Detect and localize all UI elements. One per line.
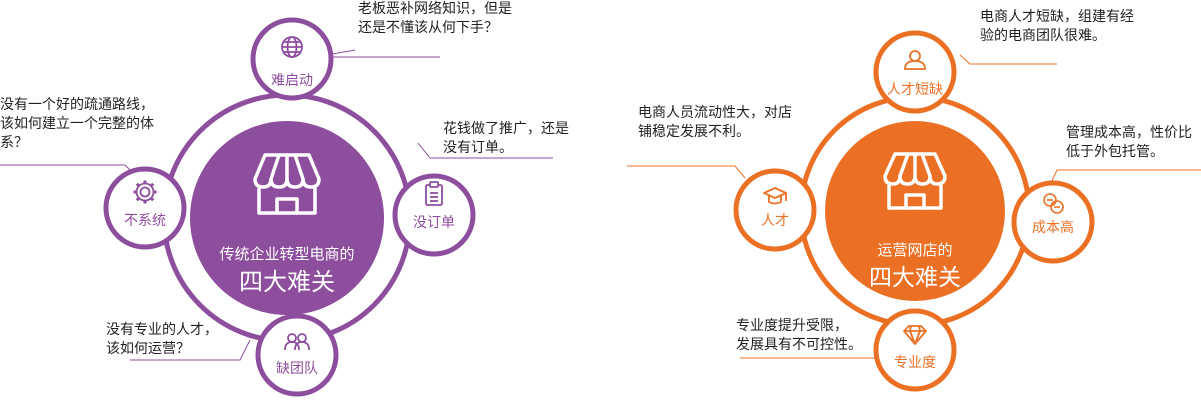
right-note-bottom: 专业度提升受限， 发展具有不可控性。 — [736, 317, 862, 355]
shop-storefront-icon — [883, 152, 947, 210]
left-node-bottom-label: 缺团队 — [276, 361, 318, 377]
left-note-bottom: 没有专业的人才， 该如何运营？ — [106, 321, 218, 359]
right-note-top: 电商人才短缺，组建有经 验的电商团队很难。 — [980, 8, 1134, 46]
right-note-left-line1: 电商人员流动性大，对店 — [638, 105, 792, 121]
left-center-line2: 四大难关 — [239, 268, 335, 296]
left-diagram: 传统企业转型电商的 四大难关 难启动 — [0, 17, 553, 397]
right-note-right-line1: 管理成本高，性价比 — [1066, 125, 1192, 141]
left-node-left: 不系统 — [103, 166, 187, 250]
right-node-right-label: 成本高 — [1032, 219, 1074, 236]
right-note-left: 电商人员流动性大，对店 铺稳定发展不利。 — [638, 104, 792, 142]
left-node-top-label: 难启动 — [271, 73, 313, 89]
clipboard-icon — [425, 181, 443, 206]
left-node-top: 难启动 — [250, 17, 334, 101]
right-note-left-line2: 铺稳定发展不利。 — [638, 124, 750, 140]
globe-icon — [281, 36, 303, 58]
left-node-right-label: 没订单 — [413, 215, 455, 231]
coins-icon — [1043, 193, 1064, 214]
shop-storefront-icon — [253, 153, 321, 215]
left-note-right-line1: 花钱做了推广，还是 — [443, 121, 569, 137]
left-note-left-line1: 没有一个好的疏通路线， — [0, 97, 154, 113]
right-note-top-line2: 验的电商团队很难。 — [980, 28, 1106, 44]
left-note-left-line2: 该如何建立一个完整的体 — [0, 116, 154, 132]
right-note-right: 管理成本高，性价比 低于外包托管。 — [1066, 124, 1192, 162]
right-node-bottom-label: 专业度 — [894, 355, 936, 371]
gear-icon — [133, 180, 157, 204]
right-note-top-line1: 电商人才短缺，组建有经 — [980, 9, 1134, 25]
right-node-right: 成本高 — [1011, 180, 1095, 264]
right-diagram: 运营网店的 四大难关 人才短缺 成本高 — [627, 30, 1201, 392]
left-node-right: 没订单 — [392, 173, 476, 257]
right-center-disk — [825, 121, 1005, 301]
left-note-top: 老板恶补网络知识，但是 还是不懂该从何下手？ — [358, 0, 512, 38]
left-note-top-line1: 老板恶补网络知识，但是 — [358, 1, 512, 17]
right-note-bottom-line1: 专业度提升受限， — [736, 318, 848, 334]
right-note-right-line2: 低于外包托管。 — [1066, 144, 1164, 160]
left-note-top-line2: 还是不懂该从何下手？ — [358, 20, 498, 36]
left-note-left: 没有一个好的疏通路线， 该如何建立一个完整的体 系？ — [0, 96, 154, 153]
left-note-right-line2: 没有订单。 — [443, 140, 513, 156]
left-node-left-label: 不系统 — [124, 213, 166, 229]
right-node-left: 人才 — [733, 168, 817, 252]
right-node-left-label: 人才 — [761, 213, 789, 229]
right-center-line2: 四大难关 — [869, 265, 961, 291]
graduation-cap-icon — [763, 187, 787, 205]
left-node-bottom: 缺团队 — [255, 313, 339, 397]
left-note-left-line3: 系？ — [0, 135, 28, 151]
diamond-icon — [903, 325, 927, 345]
right-center-line1: 运营网店的 — [877, 241, 952, 259]
left-note-right: 花钱做了推广，还是 没有订单。 — [443, 120, 569, 158]
right-note-bottom-line2: 发展具有不可控性。 — [736, 337, 862, 353]
left-center-disk — [190, 121, 384, 315]
right-node-top: 人才短缺 — [873, 30, 957, 114]
left-note-bottom-line2: 该如何运营？ — [106, 341, 190, 357]
right-node-top-label: 人才短缺 — [887, 82, 943, 98]
left-center-line1: 传统企业转型电商的 — [219, 245, 354, 263]
team-icon — [284, 333, 310, 351]
left-note-bottom-line1: 没有专业的人才， — [106, 322, 218, 338]
right-node-bottom: 专业度 — [873, 308, 957, 392]
user-icon — [904, 50, 926, 70]
